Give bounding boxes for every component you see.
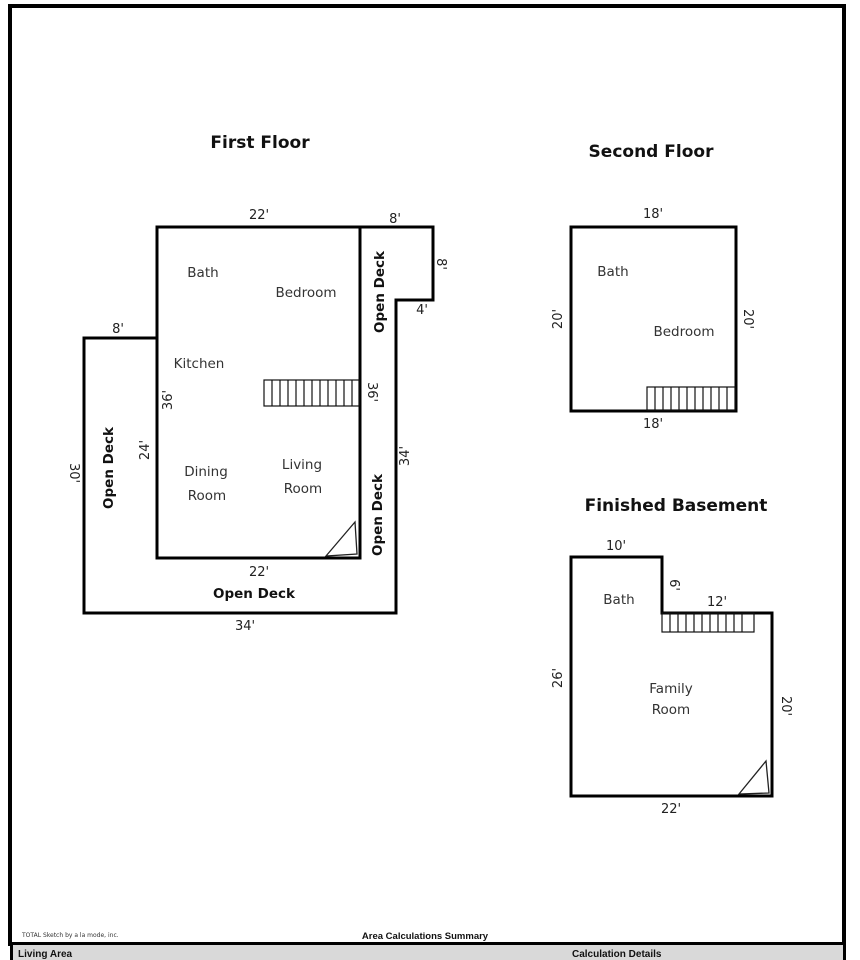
room-label-bath: Bath — [187, 265, 218, 281]
room-label-bedroom: Bedroom — [653, 324, 714, 340]
first-floor-house-walls — [155, 225, 362, 560]
room-label-bath: Bath — [597, 264, 628, 280]
summary-col-calculation-details: Calculation Details — [572, 949, 662, 960]
second-floor-walls — [569, 225, 738, 413]
dim-deck-top: 8' — [389, 212, 401, 227]
room-label-dining: Dining — [184, 464, 228, 480]
first-floor-title: First Floor — [210, 133, 310, 153]
first-floor-deck-outline — [82, 225, 435, 615]
room-label-bath: Bath — [603, 592, 634, 608]
second-floor-stairs — [646, 386, 736, 411]
dim-bottom: 22' — [249, 565, 269, 580]
summary-header-bar — [10, 945, 846, 960]
software-credit: TOTAL Sketch by a la mode, inc. — [21, 932, 119, 939]
basement-stairs — [661, 612, 755, 633]
basement-title: Finished Basement — [585, 496, 768, 516]
dim-inner-left: 36' — [161, 390, 176, 410]
room-label-dining-room: Room — [188, 488, 226, 504]
basement-plan: Finished Basement Bath Family Room 10' 6… — [551, 496, 793, 817]
basement-walls — [569, 555, 774, 798]
dim-top: 10' — [606, 539, 626, 554]
dim-outer-left: 30' — [66, 463, 81, 483]
room-label-family-room: Room — [652, 702, 690, 718]
summary-title: Area Calculations Summary — [362, 931, 489, 942]
room-label-living-room: Room — [284, 481, 322, 497]
room-label-bedroom: Bedroom — [275, 285, 336, 301]
dim-right: 20' — [740, 309, 755, 329]
deck-label-bottom: Open Deck — [213, 586, 296, 602]
deck-label-left: Open Deck — [101, 426, 117, 509]
dim-outer-bottom: 34' — [235, 619, 255, 634]
footer: TOTAL Sketch by a la mode, inc. Area Cal… — [18, 931, 662, 960]
dim-inner-right: 36' — [364, 382, 379, 402]
first-floor-stairs — [263, 379, 360, 407]
first-floor-door-swing — [324, 520, 358, 557]
dim-step: 6' — [666, 579, 681, 591]
dim-left-deck-top: 8' — [112, 322, 124, 337]
dim-left: 26' — [551, 668, 566, 688]
dim-deck-right-short: 8' — [433, 258, 448, 270]
dim-bottom: 22' — [661, 802, 681, 817]
dim-right: 20' — [778, 696, 793, 716]
first-floor-plan: First Floor Bath Bedroom Kitchen Dining … — [66, 133, 448, 634]
room-label-kitchen: Kitchen — [174, 356, 225, 372]
dim-deck-step: 4' — [416, 303, 428, 318]
room-label-family: Family — [649, 681, 692, 697]
room-label-living: Living — [282, 457, 322, 473]
dim-top: 18' — [643, 207, 663, 222]
second-floor-plan: Second Floor Bath Bedroom 18' 18' 20' 20… — [551, 142, 755, 432]
summary-col-living-area: Living Area — [18, 949, 73, 960]
dim-top: 22' — [249, 208, 269, 223]
dim-left: 20' — [551, 309, 566, 329]
basement-door-swing — [737, 759, 770, 795]
dim-bottom: 18' — [643, 417, 663, 432]
second-floor-title: Second Floor — [589, 142, 715, 162]
dim-inner-left-lower: 24' — [138, 440, 153, 460]
sketch-frame — [8, 4, 846, 946]
deck-label-right-upper: Open Deck — [372, 250, 388, 333]
deck-label-right-lower: Open Deck — [370, 473, 386, 556]
dim-step-top: 12' — [707, 595, 727, 610]
dim-outer-right: 34' — [398, 446, 413, 466]
footer-divider — [8, 942, 846, 945]
